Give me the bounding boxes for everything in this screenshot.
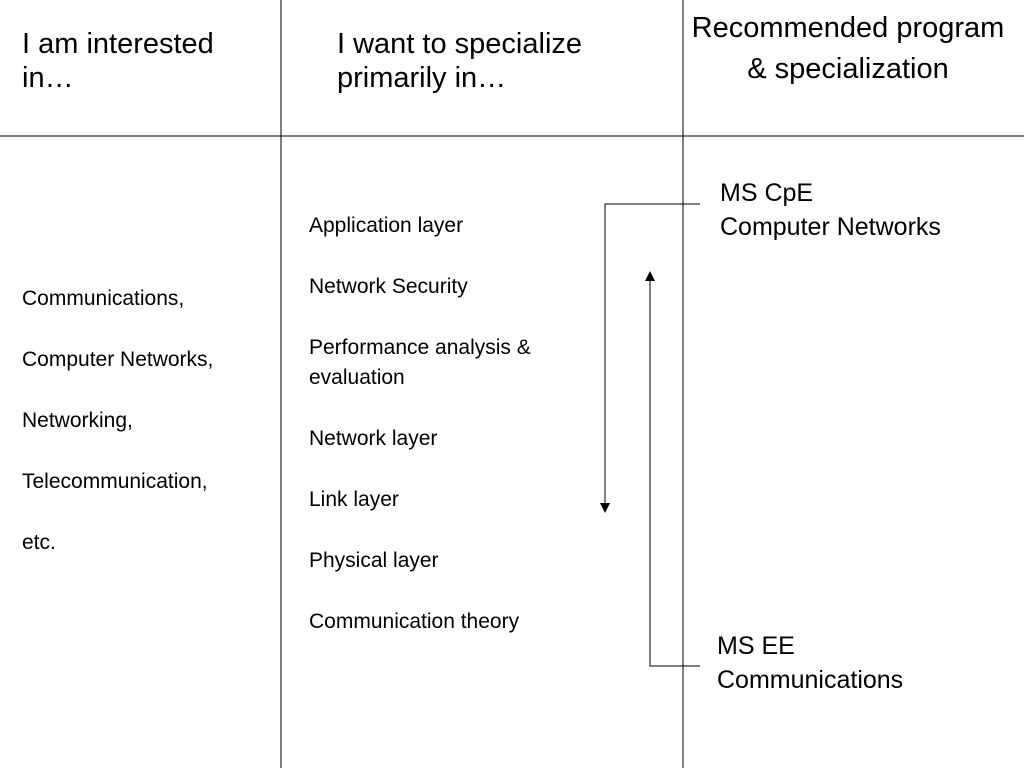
- specialty-item: Physical layer: [309, 549, 439, 572]
- interests-list: Communications, Computer Networks, Netwo…: [22, 284, 277, 589]
- program-name: MS EE: [717, 632, 795, 660]
- cpe-range-arrow: [600, 203, 700, 513]
- recommendation-cpe: MS CpE Computer Networks: [720, 176, 1020, 244]
- interest-item: etc.: [22, 531, 56, 554]
- specialties-list: Application layer Network Security Perfo…: [309, 211, 589, 668]
- specialization-name: Computer Networks: [720, 213, 941, 241]
- interest-item: Telecommunication,: [22, 470, 208, 493]
- program-name: MS CpE: [720, 179, 814, 207]
- specialty-item: Application layer: [309, 214, 464, 237]
- specialty-item: Link layer: [309, 488, 399, 511]
- header-interested-in: I am interested in…: [22, 28, 214, 94]
- specialty-item: Communication theory: [309, 610, 520, 633]
- interest-item: Communications,: [22, 287, 185, 310]
- header-recommended-program: Recommended program & specialization: [691, 12, 1005, 85]
- interest-item: Computer Networks,: [22, 348, 214, 371]
- recommendation-ee: MS EE Communications: [717, 629, 1017, 697]
- ee-range-arrow: [645, 271, 700, 667]
- interest-item: Networking,: [22, 409, 133, 432]
- specialty-item: Network layer: [309, 427, 438, 450]
- specialization-name: Communications: [717, 666, 904, 694]
- specialty-item: Network Security: [309, 275, 468, 298]
- specialty-item: Performance analysis & evaluation: [309, 336, 531, 389]
- header-specialize-in: I want to specialize primarily in…: [337, 28, 583, 94]
